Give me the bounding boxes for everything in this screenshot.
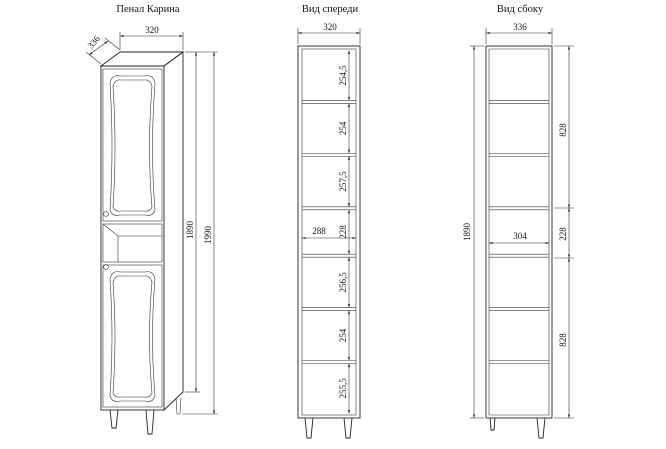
perspective-dimensions: 320 336 1890 1990 xyxy=(86,25,218,415)
front-gap-label: 254 xyxy=(338,328,348,342)
front-view-cabinet xyxy=(297,45,361,439)
dim-persp-depth: 336 xyxy=(86,33,103,50)
front-gap-label: 257,5 xyxy=(338,171,348,192)
front-gap-label: 254,5 xyxy=(338,65,348,86)
dim-side-height: 1890 xyxy=(462,223,472,242)
side-view-cabinet xyxy=(485,45,553,439)
title-perspective: Пенал Карина xyxy=(116,4,179,15)
dim-persp-width: 320 xyxy=(145,25,159,35)
front-gap-label: 255,5 xyxy=(338,378,348,399)
side-view-dimensions: 336 304 1890 828 228 828 xyxy=(462,22,574,419)
dim-front-inner-width: 288 xyxy=(312,226,326,236)
title-side-view: Вид сбоку xyxy=(497,4,544,15)
front-gap-label: 254 xyxy=(338,121,348,135)
title-front-view: Вид спереди xyxy=(302,4,359,15)
dim-side-upper: 828 xyxy=(558,123,568,137)
perspective-cabinet xyxy=(99,51,185,435)
dim-side-lower: 828 xyxy=(558,333,568,347)
dim-persp-body-height: 1890 xyxy=(185,221,195,240)
dim-side-inner-depth: 304 xyxy=(513,231,527,241)
front-view-dimensions: 320 288 254,5 254 257,5 228 256,5 254 255,5 xyxy=(297,22,361,414)
front-gap-label: 256,5 xyxy=(338,272,348,293)
dim-side-depth: 336 xyxy=(513,22,527,32)
front-gap-label: 228 xyxy=(338,225,348,239)
dim-side-middle: 228 xyxy=(558,227,568,241)
dim-front-width: 320 xyxy=(323,22,337,32)
dim-persp-total-height: 1990 xyxy=(203,226,213,245)
